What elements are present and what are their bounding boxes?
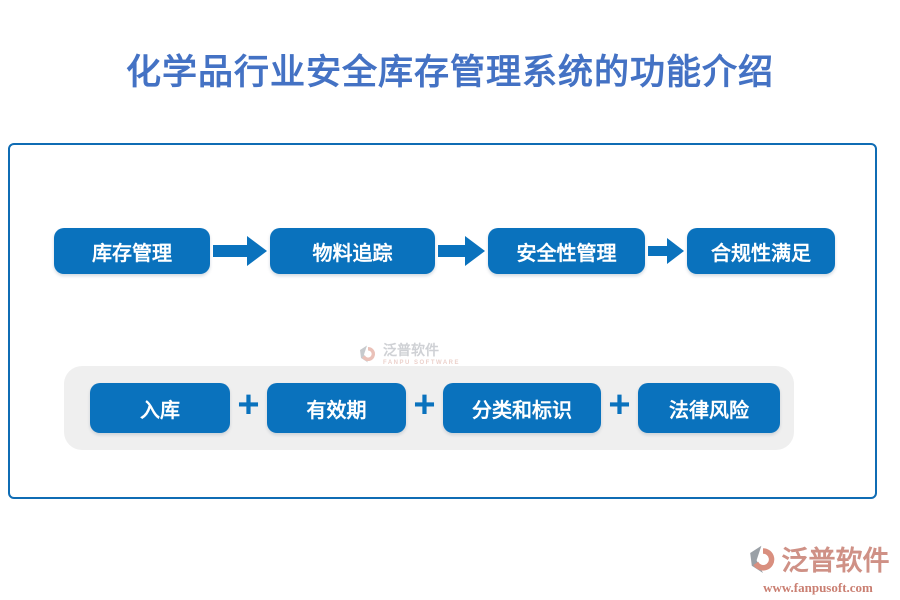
plus-icon: + xyxy=(237,384,260,426)
fanpu-logo-icon xyxy=(360,345,376,363)
flow-row: 库存管理 物料追踪 安全性管理 合规性满足 xyxy=(54,228,835,274)
plus-icon: + xyxy=(608,384,631,426)
detail-step-inbound: 入库 xyxy=(90,383,230,433)
footer-brand-name: 泛普软件 xyxy=(781,545,890,576)
fanpu-logo-icon xyxy=(749,545,774,573)
detail-panel: 入库 + 有效期 + 分类和标识 + 法律风险 xyxy=(64,366,794,450)
right-arrow-icon xyxy=(648,238,684,264)
plus-icon: + xyxy=(413,384,436,426)
diagram-frame: 库存管理 物料追踪 安全性管理 合规性满足 泛普软件 FANPU SOFTWAR… xyxy=(8,143,877,499)
flow-step-tracking: 物料追踪 xyxy=(270,228,435,274)
detail-step-validity: 有效期 xyxy=(267,383,406,433)
center-watermark: 泛普软件 FANPU SOFTWARE xyxy=(358,344,461,366)
right-arrow-icon xyxy=(438,236,485,266)
watermark-name: 泛普软件 xyxy=(383,344,439,359)
flow-step-compliance: 合规性满足 xyxy=(687,228,835,274)
watermark-subtitle: FANPU SOFTWARE xyxy=(383,359,461,366)
flow-step-safety: 安全性管理 xyxy=(488,228,645,274)
page-title: 化学品行业安全库存管理系统的功能介绍 xyxy=(125,53,774,92)
right-arrow-icon xyxy=(213,236,267,266)
footer-brand: 泛普软件 www.fanpusoft.com xyxy=(742,544,894,596)
flow-step-inventory: 库存管理 xyxy=(54,228,210,274)
detail-step-legal-risk: 法律风险 xyxy=(638,383,780,433)
footer-url: www.fanpusoft.com xyxy=(763,580,873,595)
detail-step-classification: 分类和标识 xyxy=(443,383,601,433)
